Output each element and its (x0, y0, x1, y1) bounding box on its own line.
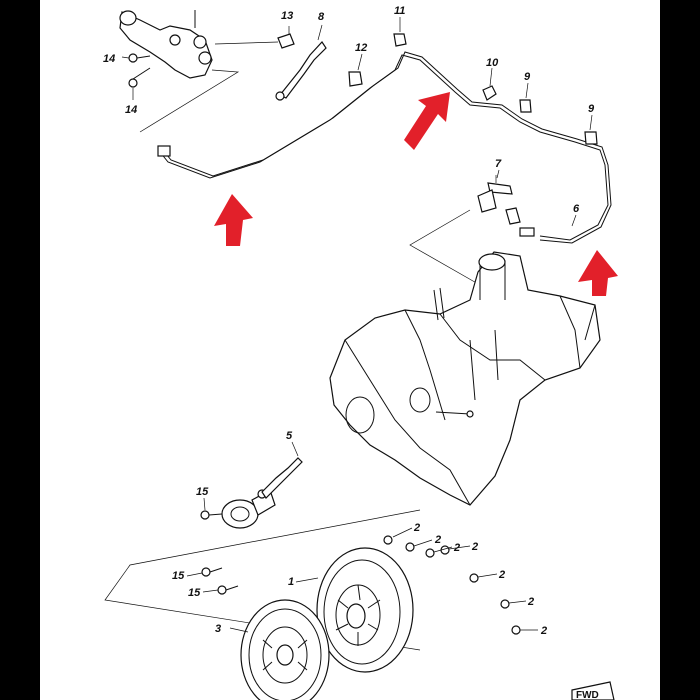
pipe-fitting-left (157, 145, 171, 157)
callout-1: 1 (288, 576, 294, 588)
clutch-master-cylinder (119, 10, 213, 79)
callout-2-e: 2 (498, 569, 505, 581)
callout-12: 12 (355, 42, 367, 54)
callout-15-upper: 15 (196, 486, 209, 498)
cover-bolts (383, 535, 521, 635)
callout-7: 7 (495, 158, 502, 170)
bolt-15-lower (217, 585, 239, 595)
callout-2-f: 2 (527, 596, 534, 608)
callout-6: 6 (573, 203, 580, 215)
release-hose-5 (261, 457, 303, 499)
clip-11 (393, 33, 407, 47)
fwd-badge (571, 681, 615, 700)
clutch-pressure-plate (316, 547, 414, 673)
callout-11: 11 (394, 5, 405, 17)
red-arrow-left (214, 194, 253, 246)
red-arrow-right (578, 250, 618, 296)
transmission-housing (329, 251, 601, 506)
callout-5: 5 (286, 430, 293, 442)
callout-8: 8 (318, 11, 325, 23)
bolt-14-upper (128, 53, 151, 63)
callout-leaders (121, 17, 593, 633)
callout-14-lower: 14 (125, 104, 137, 116)
callout-2-a: 2 (413, 522, 420, 534)
callout-9-middle: 9 (524, 71, 531, 83)
callout-2-d: 2 (471, 541, 478, 553)
bolt-14-lower (128, 67, 151, 88)
pipe-fitting-right (519, 227, 535, 237)
exploded-parts-diagram: 14 14 13 8 11 12 10 9 9 7 6 5 15 15 15 1… (103, 5, 618, 700)
callout-2-b: 2 (434, 534, 441, 546)
callout-3: 3 (215, 623, 221, 635)
fwd-label: FWD (576, 690, 599, 700)
callout-13: 13 (281, 10, 293, 22)
leader-transmission-box (409, 209, 481, 286)
bolt-15-middle (201, 567, 223, 577)
clip-10 (482, 85, 497, 101)
bolt-15-upper (200, 510, 223, 520)
red-arrow-center (404, 92, 450, 150)
callout-2-c: 2 (453, 542, 460, 554)
callout-15-lower: 15 (188, 587, 201, 599)
clip-9-right (584, 131, 598, 145)
clip-9-middle (519, 99, 532, 113)
release-bearing (221, 489, 276, 529)
clutch-hose-8 (279, 41, 327, 99)
parts-diagram-sheet: 14 14 13 8 11 12 10 9 9 7 6 5 15 15 15 1… (40, 0, 660, 700)
fitting-13 (214, 28, 295, 49)
callout-9-right: 9 (588, 103, 595, 115)
clutch-disc (240, 599, 330, 700)
callout-10: 10 (486, 57, 499, 69)
callout-2-g: 2 (540, 625, 547, 637)
callout-14-upper: 14 (103, 53, 115, 65)
leader-master-box (139, 69, 240, 133)
callout-15-middle: 15 (172, 570, 185, 582)
union-fitting-7 (477, 175, 521, 225)
clip-12 (348, 71, 363, 87)
callout-numbers: 14 14 13 8 11 12 10 9 9 7 6 5 15 15 15 1… (103, 5, 599, 700)
